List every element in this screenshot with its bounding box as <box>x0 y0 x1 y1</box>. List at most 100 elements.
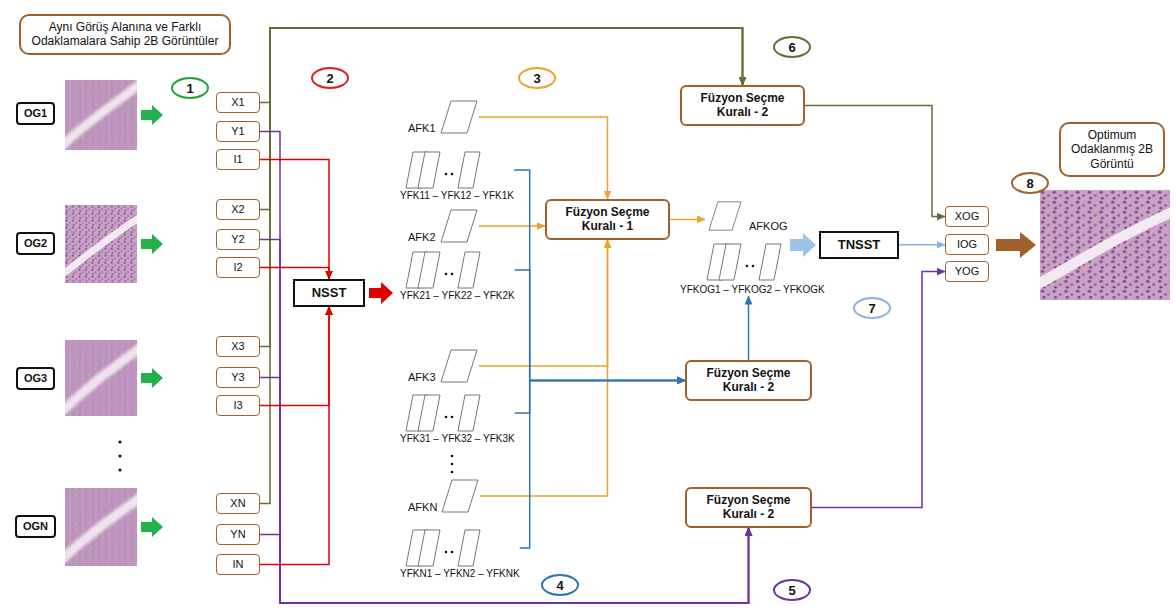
channel-box: X2 <box>216 199 260 220</box>
node-text: YFKOG1 – YFKOG2 – YFKOGK <box>680 284 825 296</box>
node-text: YN <box>230 528 245 540</box>
node-text: Aynı Görüş Alanına ve Farklı Odaklamalar… <box>27 20 223 49</box>
tissue-image <box>61 205 140 283</box>
node-text: Y2 <box>231 233 244 245</box>
band-stack <box>404 250 484 290</box>
band-shape <box>439 348 479 384</box>
connector <box>260 240 749 603</box>
connector <box>260 28 743 210</box>
caption-box: Optimum Odaklanmış 2B Görüntü <box>1059 122 1165 177</box>
node-text: OG2 <box>24 237 47 249</box>
node-text: 4 <box>556 579 563 592</box>
node-text: YFK31 – YFK32 – YFK3K <box>400 433 515 445</box>
fusion-rule-box: Füzyon Seçme Kuralı - 2 <box>685 487 812 528</box>
node-text: Füzyon Seçme Kuralı - 1 <box>553 205 662 234</box>
band-shape <box>705 200 745 232</box>
fusion-rule-box: Füzyon Seçme Kuralı - 2 <box>680 85 805 126</box>
fused-image <box>1034 190 1176 300</box>
low-frequency-band: AFK3 <box>408 348 479 384</box>
low-frequency-band: AFKN <box>408 478 480 514</box>
callout-number: 4 <box>541 574 579 596</box>
connector <box>480 240 607 496</box>
node-text: OGN <box>23 520 48 532</box>
band-shape <box>439 208 479 244</box>
tissue-image <box>58 73 144 157</box>
connector <box>479 240 608 366</box>
node-text: XN <box>230 497 245 509</box>
connector <box>260 307 329 565</box>
high-frequency-bands: YFK21 – YFK22 – YFK2K <box>400 250 515 302</box>
channel-box: I1 <box>216 149 260 170</box>
band-stack <box>404 528 484 568</box>
node-text: TNSST <box>838 237 881 252</box>
node-text: 2 <box>326 72 333 85</box>
node-text: AFK2 <box>408 231 436 243</box>
callout-number: 3 <box>518 67 556 89</box>
fused-low-band: AFKOG <box>705 200 788 232</box>
connector <box>260 28 743 504</box>
channel-box: X3 <box>216 336 260 357</box>
node-text: AFK1 <box>408 122 436 134</box>
ellipsis-dots <box>118 440 453 473</box>
connector <box>260 528 749 603</box>
connector <box>812 272 945 508</box>
node-text: AFKN <box>408 501 437 513</box>
channel-box: I3 <box>216 395 260 416</box>
node-text: Füzyon Seçme Kuralı - 2 <box>693 366 804 395</box>
channel-box: IN <box>216 554 260 575</box>
node-text: 7 <box>868 302 875 315</box>
node-text: YOG <box>955 265 979 277</box>
connector <box>479 117 608 199</box>
node-text: IN <box>233 558 244 570</box>
high-frequency-bands: YFK11 – YFK12 – YFK1K <box>400 150 514 202</box>
tissue-image <box>58 480 144 574</box>
low-frequency-band: AFK1 <box>408 99 479 135</box>
channel-box: Y1 <box>216 121 260 142</box>
node-text: Y1 <box>231 125 244 137</box>
connector <box>260 268 329 279</box>
node-text: 5 <box>788 584 795 597</box>
connector <box>899 244 945 246</box>
connector <box>515 270 685 380</box>
band-shape <box>440 478 480 514</box>
connector <box>260 307 329 406</box>
green-arrows <box>141 105 163 537</box>
node-text: OG1 <box>24 107 47 119</box>
node-text: Füzyon Seçme Kuralı - 2 <box>688 91 797 120</box>
node-text: 3 <box>533 72 540 85</box>
high-frequency-bands: YFKN1 – YFKN2 – YFKNK <box>400 528 520 580</box>
channel-box: XN <box>216 493 260 514</box>
band-shape <box>439 99 479 135</box>
low-frequency-band: AFK2 <box>408 208 479 244</box>
channel-box: XOG <box>945 206 989 227</box>
node-text: 8 <box>1026 177 1033 190</box>
connector <box>260 160 329 279</box>
node-text: Optimum Odaklanmış 2B Görüntü <box>1067 128 1157 171</box>
connector <box>260 28 743 103</box>
callout-number: 6 <box>773 36 811 58</box>
callout-number: 5 <box>773 579 811 601</box>
node-text: YFK11 – YFK12 – YFK1K <box>400 190 514 202</box>
node-text: AFKOG <box>749 220 788 232</box>
channel-box: YOG <box>945 261 989 282</box>
transform-box: NSST <box>293 279 365 307</box>
image-label-box: OGN <box>15 515 56 538</box>
connector <box>805 105 945 216</box>
channel-box: Y2 <box>216 229 260 250</box>
image-label-box: OG1 <box>16 102 55 125</box>
node-text: X1 <box>231 96 244 108</box>
image-label-box: OG3 <box>16 367 55 390</box>
caption-box: Aynı Görüş Alanına ve Farklı Odaklamalar… <box>19 14 231 55</box>
connector <box>748 296 750 360</box>
callout-number: 8 <box>1011 172 1049 194</box>
connector <box>260 132 749 603</box>
channel-box: I2 <box>216 257 260 278</box>
fusion-rule-box: Füzyon Seçme Kuralı - 1 <box>545 199 670 240</box>
connector <box>260 378 749 603</box>
node-text: YFKN1 – YFKN2 – YFKNK <box>400 568 520 580</box>
node-text: I2 <box>233 261 242 273</box>
node-text: X3 <box>231 340 244 352</box>
node-text: XOG <box>955 210 979 222</box>
channel-box: Y3 <box>216 367 260 388</box>
